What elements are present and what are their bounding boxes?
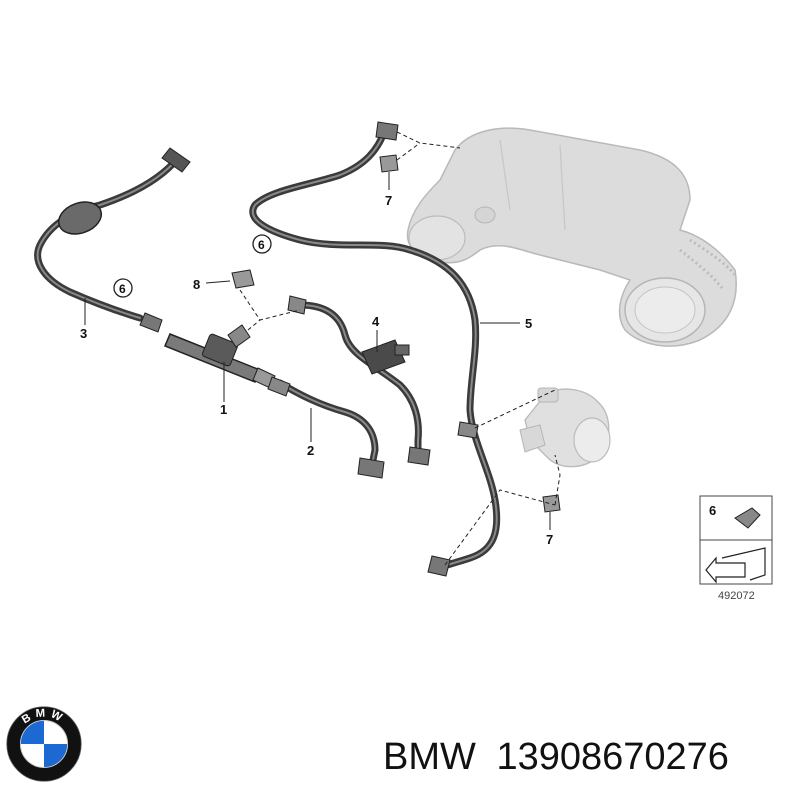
brand-name: BMW <box>383 736 476 778</box>
svg-text:6: 6 <box>258 238 265 252</box>
clip-7-right <box>542 494 561 513</box>
diagram-reference-number: 492072 <box>718 590 755 602</box>
clip-7-top <box>379 154 399 173</box>
callout-7-right: 7 <box>546 532 553 547</box>
callout-3: 3 <box>80 326 87 341</box>
circled-6-mid: 6 <box>252 234 272 254</box>
intake-air-duct <box>406 127 737 347</box>
svg-text:6: 6 <box>119 282 126 296</box>
legend-arrow-icon <box>705 556 746 584</box>
callout-2: 2 <box>307 443 314 458</box>
hose-5 <box>249 121 501 577</box>
legend-item-number: 6 <box>709 503 716 518</box>
clip-8 <box>231 269 255 289</box>
callout-7-top: 7 <box>385 193 392 208</box>
circled-6-left: 6 <box>113 278 133 298</box>
connector-1 <box>164 324 276 389</box>
part-caption: BMW 13908670276 <box>383 738 729 776</box>
hose-4 <box>287 295 431 466</box>
parts-diagram: 1 2 3 4 5 7 7 8 6 6 6 492072 <box>34 121 773 602</box>
callout-4: 4 <box>372 314 380 329</box>
callout-1: 1 <box>220 402 227 417</box>
bmw-logo: BMW <box>6 706 82 782</box>
dashed-leaders <box>239 131 561 566</box>
legend-box: 6 492072 <box>699 495 773 602</box>
leader-lines <box>84 172 551 530</box>
legend-clip-icon <box>734 507 761 529</box>
callout-8: 8 <box>193 277 200 292</box>
hose-3 <box>34 147 191 333</box>
hose-2 <box>267 376 385 479</box>
part-number: 13908670276 <box>496 736 729 778</box>
callout-5: 5 <box>525 316 532 331</box>
